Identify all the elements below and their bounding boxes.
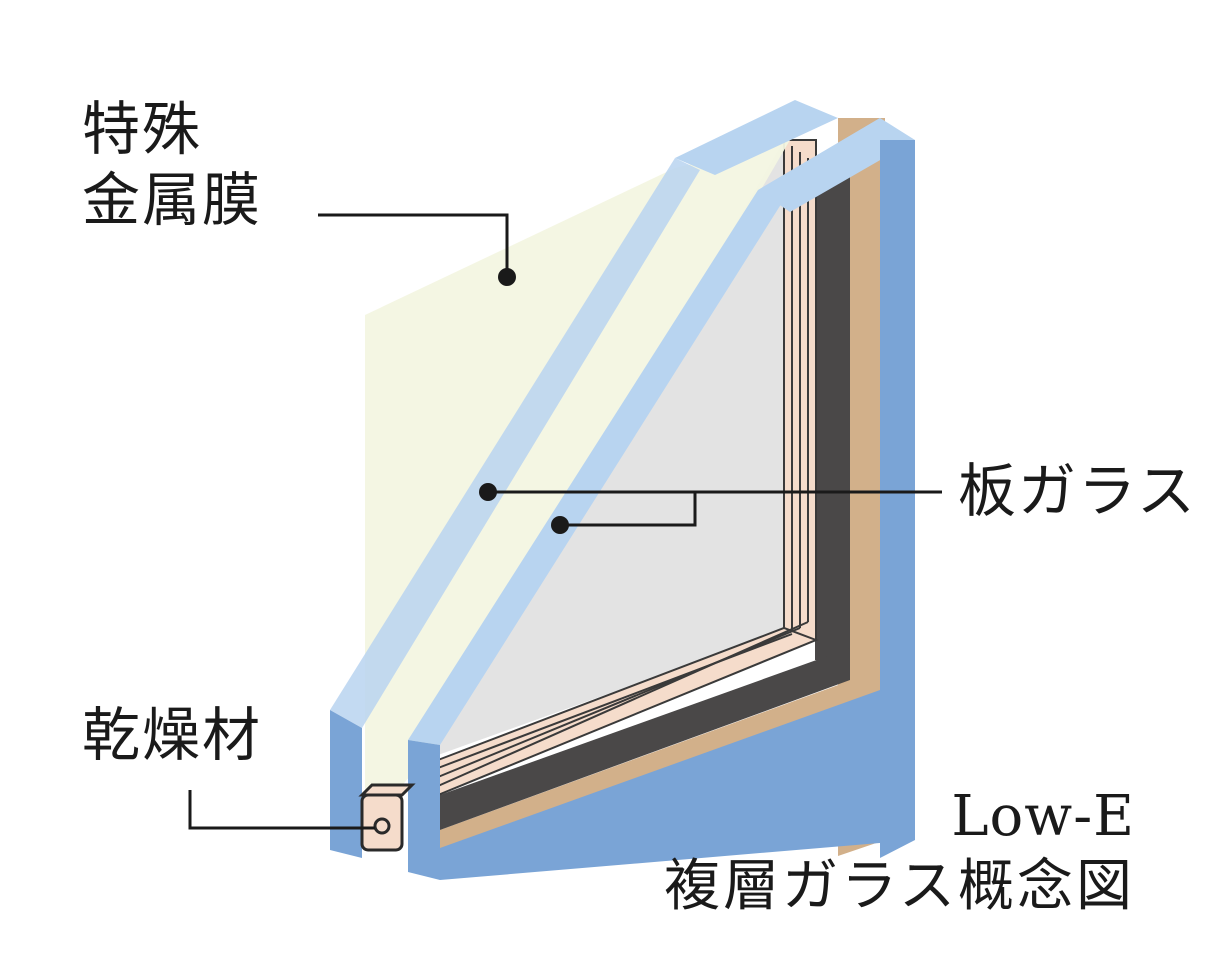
outer-glass-edge-front [330,710,362,858]
leader-lines [188,213,942,830]
special-metal-film-line1: 特殊 [82,95,203,163]
spacer-bottom [440,648,850,830]
diagram-caption: Low-E 複層ガラス概念図 [664,782,1135,922]
leader-dots [479,268,569,534]
inner-glass-edge [408,190,790,745]
spacer-stripes-bottom [437,621,819,797]
special-metal-film-line2: 金属膜 [82,165,263,234]
spacer-side [815,160,850,660]
desiccant-label: 乾燥材 [82,700,262,771]
sheet-glass-text: 板ガラス [958,457,1197,525]
leader-desiccant [188,790,375,830]
caption-line2: 複層ガラス概念図 [664,854,1135,919]
inner-glass-top [758,118,880,190]
leader-glass-branch [560,492,697,527]
desiccant-block [358,783,416,852]
spacer-stripes-vertical [783,139,817,641]
back-glass-edge-bottom [440,690,915,880]
dot-glass-front [479,483,497,501]
caption-line1: Low-E [951,784,1135,849]
outer-glass-edge-top [675,100,838,175]
sheet-glass-label: 板ガラス [958,456,1197,527]
special-metal-film-label: 特殊 金属膜 [82,94,262,236]
inner-glass-front [408,740,440,880]
leader-metal-film [318,213,509,275]
back-glass-edge-side [880,140,915,858]
dot-glass-back [551,516,569,534]
outer-glass-edge-diagonal [330,158,700,728]
desiccant-text: 乾燥材 [82,701,263,769]
dot-metal-film [498,268,516,286]
